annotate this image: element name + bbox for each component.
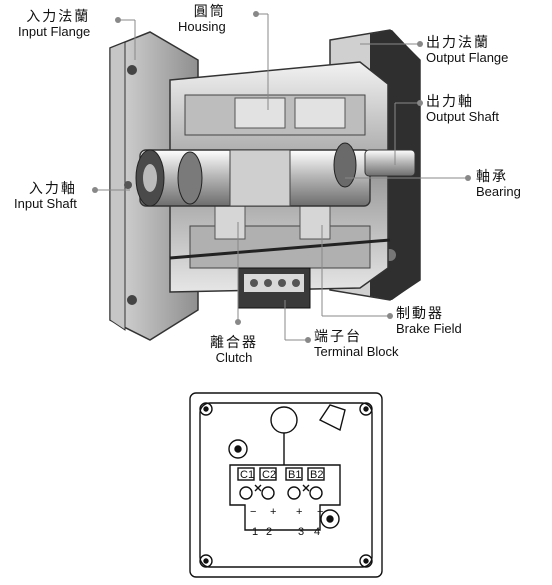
terminal-number: 4 [314, 526, 320, 538]
terminal-wiring-diagram [189, 392, 383, 578]
terminal-label: C1 [240, 469, 254, 481]
polarity-label: − [317, 506, 323, 518]
label-en: Output Shaft [426, 108, 499, 124]
label-zh: 出力法蘭 [426, 35, 490, 51]
label-zh: 軸承 [476, 169, 508, 185]
output-flange-label: 出力法蘭 Output Flange [426, 36, 508, 64]
terminal-label: C2 [262, 469, 276, 481]
label-en: Housing [178, 18, 226, 34]
label-zh: 圓筒 [193, 4, 226, 20]
label-zh: 端子台 [314, 329, 362, 345]
terminal-number: 1 [252, 526, 258, 538]
terminal-number: 3 [298, 526, 304, 538]
label-en: Output Flange [426, 49, 509, 65]
polarity-label: + [296, 506, 302, 518]
terminal-number: 2 [266, 526, 272, 538]
label-zh: 出力軸 [426, 94, 474, 110]
input-flange-label: 入力法蘭 Input Flange [18, 10, 90, 38]
label-en: Bearing [476, 183, 521, 199]
terminal-labels: C1 C2 B1 B2 − + + − 1 2 3 4 [240, 469, 323, 538]
label-en: Clutch [215, 349, 253, 365]
bearing-label: 軸承 Bearing [476, 170, 521, 198]
output-shaft-label: 出力軸 Output Shaft [426, 95, 499, 123]
label-zh: 入力法蘭 [26, 9, 91, 25]
label-zh: 離合器 [210, 335, 258, 351]
label-en: Terminal Block [314, 343, 399, 359]
clutch-label: 離合器 Clutch [210, 336, 258, 364]
input-shaft-label: 入力軸 Input Shaft [14, 182, 77, 210]
brake-field-label: 制動器 Brake Field [396, 307, 462, 335]
housing-label: 圓筒 Housing [178, 5, 226, 33]
label-zh: 制動器 [396, 306, 444, 322]
polarity-label: − [250, 506, 256, 518]
terminal-block-illustration [237, 267, 311, 309]
terminal-label: B2 [310, 469, 323, 481]
shaft-assembly [135, 142, 416, 207]
terminal-label: B1 [288, 469, 301, 481]
terminal-block-label: 端子台 Terminal Block [314, 330, 399, 358]
label-en: Brake Field [396, 320, 462, 336]
leader-lines [92, 11, 471, 343]
label-zh: 入力軸 [28, 181, 77, 197]
label-en: Input Flange [18, 23, 91, 39]
label-en: Input Shaft [14, 195, 77, 211]
polarity-label: + [270, 506, 276, 518]
